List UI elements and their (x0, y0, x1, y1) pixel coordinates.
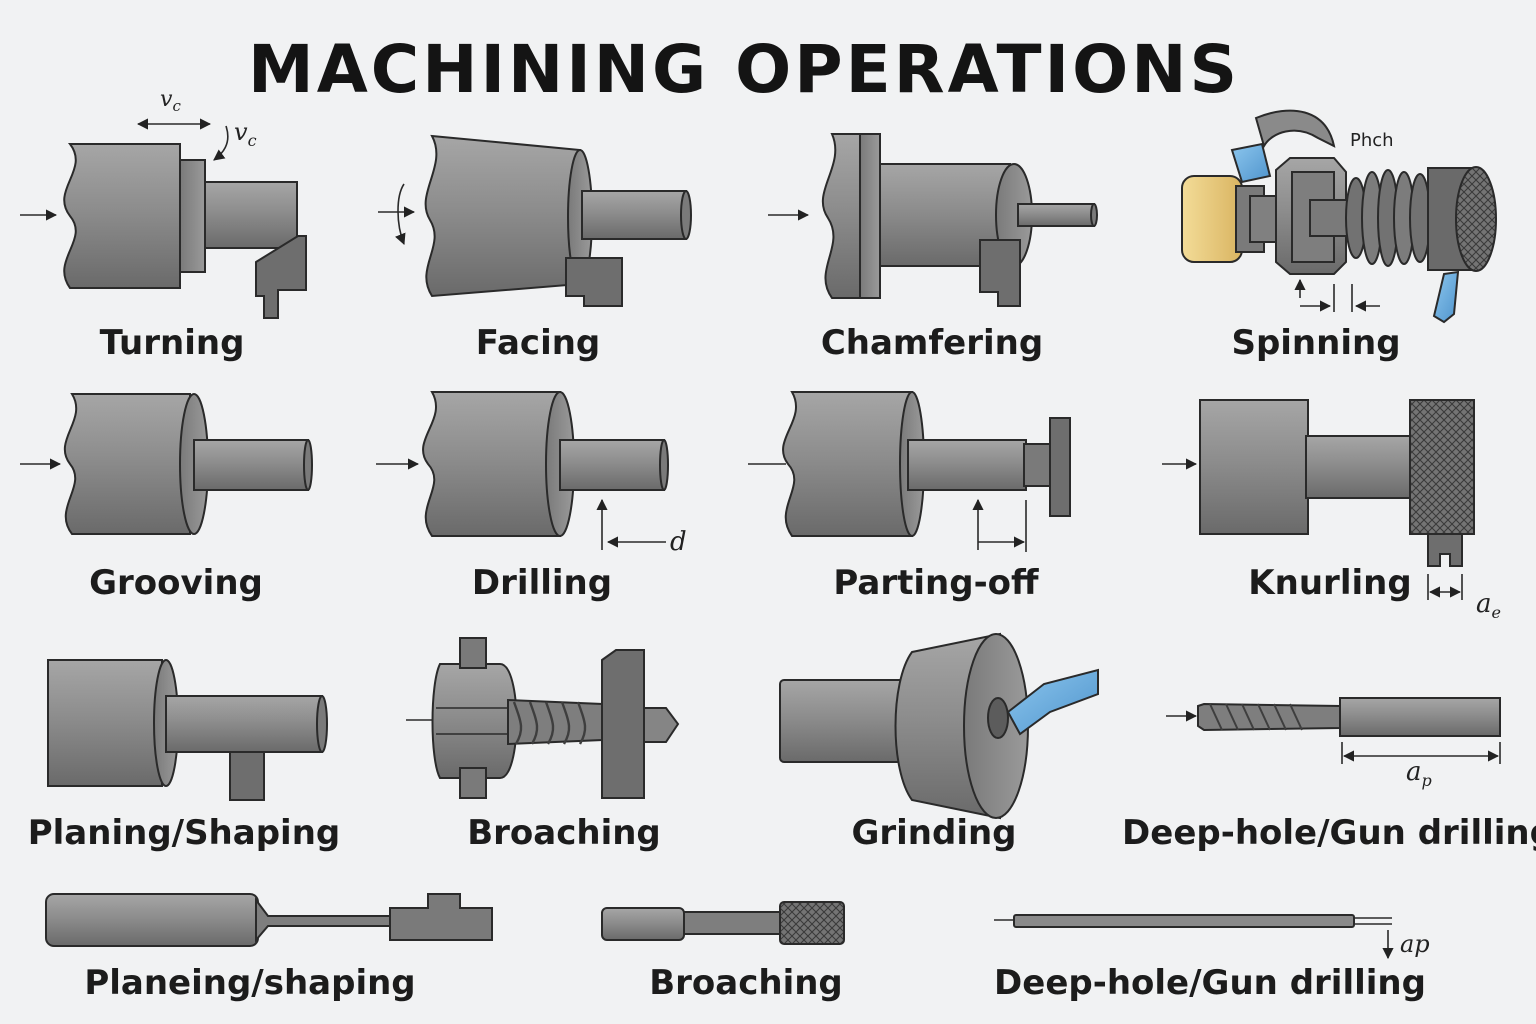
turning-vc-side-label: vc (234, 118, 257, 150)
drilling-d-label: d (670, 527, 687, 557)
operation-label: Broaching (467, 813, 661, 853)
knurling-ae-label: ae (1476, 589, 1501, 622)
deep-hole-gun-drilling-illustration: ap (1166, 697, 1501, 790)
turning-vc-top-label: vc (160, 87, 181, 115)
grooving-illustration (20, 393, 313, 535)
page-title: MACHINING OPERATIONS (248, 31, 1240, 108)
operation-label: Planeing/shaping (84, 963, 415, 1003)
spinning-pitch-label: Phch (1350, 130, 1394, 151)
deephole2-ap-label: ap (1400, 930, 1430, 958)
operation-label: Deep-hole/Gun drilling (1122, 813, 1536, 853)
operation-label: Chamfering (821, 323, 1043, 363)
chamfering-illustration (768, 133, 1098, 307)
parting-off-illustration (748, 391, 1071, 552)
knurling-illustration: ae (1162, 399, 1501, 622)
operation-label: Broaching (649, 963, 843, 1003)
deep-hole-gun-drilling-illustration-small: ap (994, 914, 1430, 960)
operation-label: Planing/Shaping (28, 813, 341, 853)
operation-label: Parting-off (833, 563, 1039, 603)
facing-illustration (378, 134, 692, 307)
deephole-ap-label: ap (1406, 757, 1432, 790)
operation-label: Grinding (851, 813, 1016, 853)
turning-illustration: vc vc (20, 87, 307, 319)
operation-label: Deep-hole/Gun drilling (994, 963, 1426, 1003)
grinding-illustration (779, 632, 1099, 820)
operation-label: Drilling (472, 563, 612, 603)
operation-label: Spinning (1231, 323, 1400, 363)
planing-shaping-illustration (47, 659, 328, 801)
drilling-illustration: d (376, 391, 687, 557)
broaching-illustration (406, 637, 680, 799)
operation-label: Turning (100, 323, 245, 363)
operation-label: Facing (476, 323, 601, 363)
broaching-illustration-small (601, 901, 845, 945)
planeing-shaping-illustration (45, 893, 493, 947)
operation-label: Grooving (89, 563, 263, 603)
spinning-illustration: Phch (1181, 109, 1497, 324)
operation-label: Knurling (1248, 563, 1411, 603)
